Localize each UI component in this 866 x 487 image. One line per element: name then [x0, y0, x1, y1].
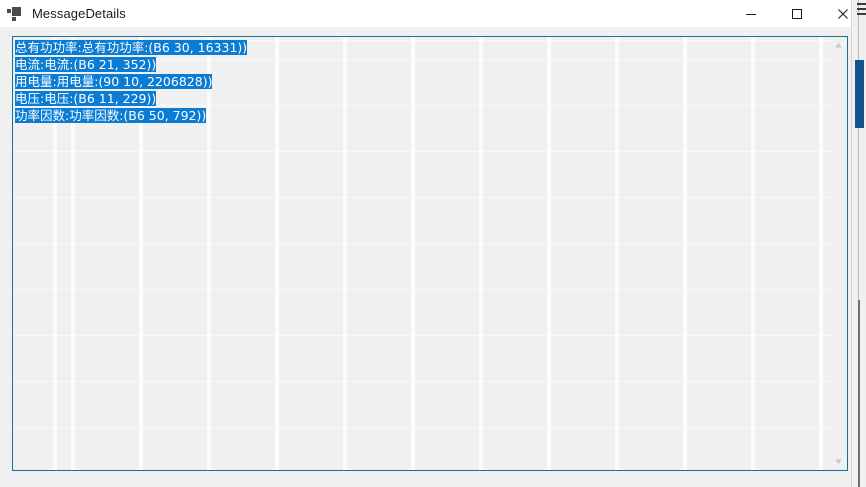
textbox-content: 总有功功率:总有功功率:(B6 30, 16331)) 电流:电流:(B6 21…	[13, 37, 831, 124]
page-scrollbar-rail	[858, 0, 859, 487]
page-scrollbar-marks	[857, 3, 866, 25]
scroll-down-arrow-icon[interactable]	[830, 453, 847, 470]
minimize-button[interactable]	[728, 0, 774, 27]
close-icon	[837, 8, 849, 20]
maximize-button[interactable]	[774, 0, 820, 27]
text-line-selected: 功率因数:功率因数:(B6 50, 792))	[15, 108, 207, 123]
text-line: 用电量:用电量:(90 10, 2206828))	[15, 73, 831, 90]
textbox-vertical-scrollbar[interactable]	[830, 37, 847, 470]
text-line-selected: 电流:电流:(B6 21, 352))	[15, 57, 157, 72]
maximize-icon	[791, 8, 803, 20]
text-line: 总有功功率:总有功功率:(B6 30, 16331))	[15, 39, 831, 56]
text-line-selected: 总有功功率:总有功功率:(B6 30, 16331))	[15, 40, 248, 55]
text-line: 电压:电压:(B6 11, 229))	[15, 90, 831, 107]
page-scrollbar-track[interactable]	[852, 0, 866, 487]
window-title: MessageDetails	[32, 6, 126, 21]
page-scrollbar-rail-lower	[858, 300, 860, 487]
scroll-up-arrow-icon[interactable]	[830, 37, 847, 54]
message-details-textbox[interactable]: 总有功功率:总有功功率:(B6 30, 16331)) 电流:电流:(B6 21…	[12, 36, 848, 471]
winforms-app-icon	[7, 6, 23, 22]
text-line: 功率因数:功率因数:(B6 50, 792))	[15, 107, 831, 124]
page-scrollbar-thumb[interactable]	[855, 60, 864, 128]
client-area: 总有功功率:总有功功率:(B6 30, 16331)) 电流:电流:(B6 21…	[0, 27, 866, 487]
minimize-icon	[745, 8, 757, 20]
text-line-selected: 用电量:用电量:(90 10, 2206828))	[15, 74, 213, 89]
text-line: 电流:电流:(B6 21, 352))	[15, 56, 831, 73]
title-bar[interactable]: MessageDetails	[0, 0, 866, 27]
text-line-selected: 电压:电压:(B6 11, 229))	[15, 91, 157, 106]
page-scrollbar[interactable]	[851, 0, 866, 487]
close-button[interactable]	[820, 0, 866, 27]
caption-button-group	[728, 0, 866, 27]
